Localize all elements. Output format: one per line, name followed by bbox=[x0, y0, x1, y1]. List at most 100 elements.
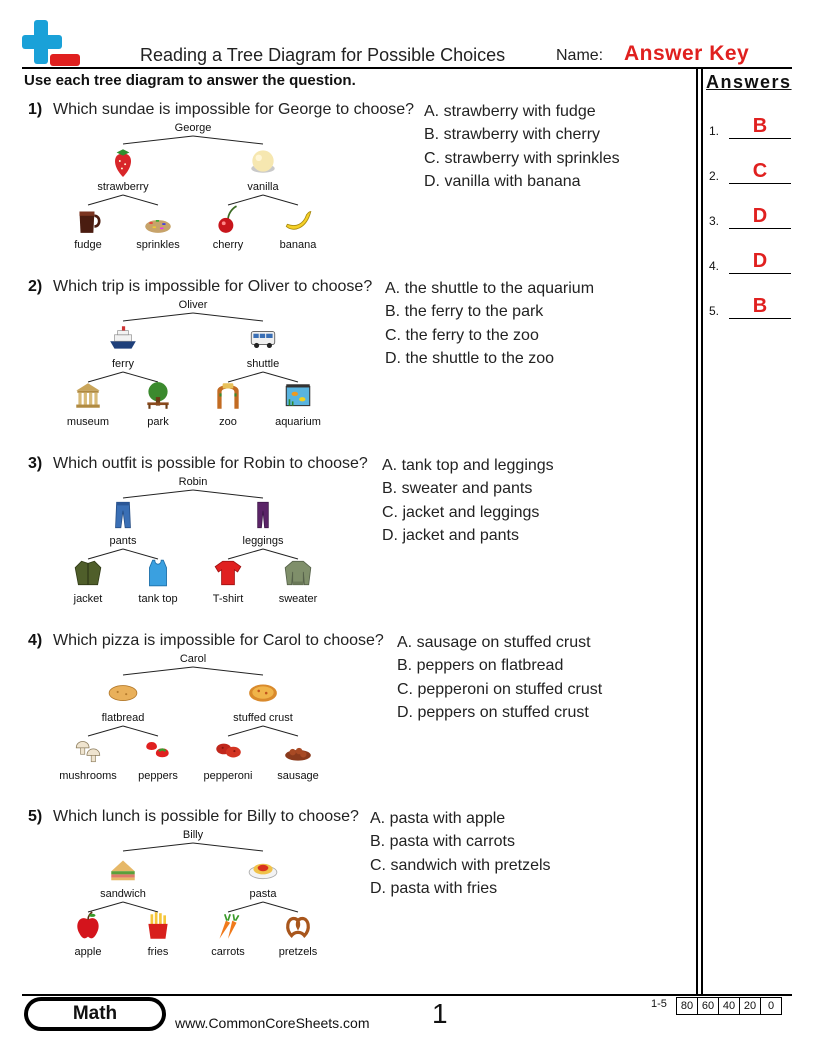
tree-root-label: Billy bbox=[182, 829, 204, 841]
answer-blank-line bbox=[729, 318, 791, 319]
flatbread-icon bbox=[108, 685, 138, 701]
tree-branch-line bbox=[192, 135, 264, 145]
tree-leaf-label: aquarium bbox=[275, 416, 321, 428]
instructions: Use each tree diagram to answer the ques… bbox=[24, 72, 356, 89]
t-shirt-icon bbox=[214, 560, 242, 586]
tree-leaf-label: jacket bbox=[73, 593, 103, 605]
tree-leaf-label: peppers bbox=[138, 770, 178, 782]
answer-number: 3. bbox=[709, 214, 720, 228]
apple-icon bbox=[77, 911, 99, 939]
strawberry-icon bbox=[115, 149, 131, 177]
score-cell: 60 bbox=[697, 997, 719, 1015]
tree-leaf-label: tank top bbox=[138, 593, 178, 605]
tree-leaf-label: sprinkles bbox=[136, 239, 180, 251]
aquarium-icon bbox=[285, 384, 311, 407]
answers-divider bbox=[696, 68, 698, 994]
tree-node-label: stuffed crust bbox=[233, 712, 293, 724]
tree-branch-line bbox=[122, 489, 194, 499]
answer-choice: D. peppers on stuffed crust bbox=[397, 703, 589, 721]
name-label: Name: bbox=[556, 47, 604, 64]
question-text: Which outfit is possible for Robin to ch… bbox=[53, 455, 368, 472]
tree-leaf-label: park bbox=[147, 416, 169, 428]
tree-leaf-label: fudge bbox=[74, 239, 102, 251]
tree-node-label: pants bbox=[109, 535, 137, 547]
answer-blank-line bbox=[729, 273, 791, 274]
tree-branch-line bbox=[192, 666, 264, 676]
tree-node-label: sandwich bbox=[100, 888, 146, 900]
score-cell: 80 bbox=[676, 997, 698, 1015]
question-text: Which lunch is possible for Billy to cho… bbox=[53, 808, 359, 825]
answer-blank-line bbox=[729, 183, 791, 184]
tree-node-label: ferry bbox=[112, 358, 134, 370]
header-divider bbox=[22, 67, 792, 69]
answer-choice: B. peppers on flatbread bbox=[397, 657, 564, 675]
answer-value: D bbox=[752, 205, 768, 227]
answer-value: B bbox=[752, 295, 768, 317]
question-number: 5) bbox=[28, 808, 43, 825]
score-range: 1-5 bbox=[651, 998, 667, 1010]
peppers-icon bbox=[146, 742, 169, 758]
logo-icon bbox=[22, 20, 80, 66]
tree-branch-line bbox=[122, 666, 194, 676]
ice-cream-icon bbox=[251, 150, 275, 173]
tree-branch-line bbox=[122, 312, 194, 322]
tree-root-label: Robin bbox=[178, 476, 208, 488]
answer-choice: D. the shuttle to the zoo bbox=[385, 349, 554, 367]
tree-root-label: Oliver bbox=[178, 299, 208, 311]
pants-icon bbox=[115, 501, 131, 529]
tree-leaf-label: mushrooms bbox=[59, 770, 117, 782]
answer-value: C bbox=[752, 160, 768, 182]
pasta-icon bbox=[248, 863, 278, 880]
subject-label: Math bbox=[28, 1001, 162, 1027]
answer-choice: C. pepperoni on stuffed crust bbox=[397, 680, 603, 698]
pepperoni-icon bbox=[216, 743, 241, 758]
tree-branch-line bbox=[122, 135, 194, 145]
question-text: Which sundae is impossible for George to… bbox=[53, 101, 415, 118]
carrots-icon bbox=[219, 913, 240, 939]
tree-leaf-label: pepperoni bbox=[203, 770, 253, 782]
answer-choice: D. pasta with fries bbox=[370, 879, 498, 897]
answer-choice: C. jacket and leggings bbox=[382, 503, 540, 521]
sandwich-icon bbox=[111, 860, 135, 881]
answer-choice: A. the shuttle to the aquarium bbox=[385, 280, 595, 297]
score-cell: 20 bbox=[739, 997, 761, 1015]
answer-value: B bbox=[752, 115, 768, 137]
tree-node-label: flatbread bbox=[101, 712, 145, 724]
answer-choice: C. the ferry to the zoo bbox=[385, 326, 539, 344]
question-number: 2) bbox=[28, 278, 43, 295]
fudge-icon bbox=[79, 211, 101, 233]
tree-leaf-label: apple bbox=[74, 946, 102, 958]
answer-blank-line bbox=[729, 138, 791, 139]
zoo-icon bbox=[217, 383, 239, 409]
tree-leaf-label: carrots bbox=[211, 946, 245, 958]
page-number: 1 bbox=[432, 998, 448, 1029]
answers-divider bbox=[701, 68, 703, 994]
answer-choice: A. tank top and leggings bbox=[382, 457, 554, 474]
answer-choice: A. strawberry with fudge bbox=[424, 103, 596, 120]
stuffed-crust-icon bbox=[249, 684, 277, 702]
sausage-icon bbox=[285, 747, 311, 761]
answer-choice: D. vanilla with banana bbox=[424, 172, 581, 190]
tree-leaf-label: sausage bbox=[277, 770, 319, 782]
answer-choice: B. pasta with carrots bbox=[370, 833, 515, 851]
tree-leaf-label: zoo bbox=[219, 416, 237, 428]
jacket-icon bbox=[74, 560, 102, 586]
tree-leaf-label: cherry bbox=[212, 239, 244, 251]
score-cell: 40 bbox=[718, 997, 740, 1015]
tree-branch-line bbox=[192, 489, 264, 499]
answer-number: 4. bbox=[709, 259, 720, 273]
answer-choice: D. jacket and pants bbox=[382, 526, 519, 544]
banana-icon bbox=[285, 211, 312, 230]
tank-top-icon bbox=[149, 559, 167, 587]
tree-leaf-label: sweater bbox=[278, 593, 318, 605]
tree-node-label: vanilla bbox=[247, 181, 279, 193]
tree-node-label: leggings bbox=[242, 535, 284, 547]
question-text: Which pizza is impossible for Carol to c… bbox=[53, 632, 384, 649]
tree-leaf-label: museum bbox=[66, 416, 110, 428]
tree-node-label: strawberry bbox=[97, 181, 149, 193]
sprinkles-icon bbox=[145, 220, 171, 233]
question-text: Which trip is impossible for Oliver to c… bbox=[53, 278, 373, 295]
answer-blank-line bbox=[729, 228, 791, 229]
tree-leaf-label: fries bbox=[147, 946, 169, 958]
answer-choice: B. strawberry with cherry bbox=[424, 126, 601, 144]
